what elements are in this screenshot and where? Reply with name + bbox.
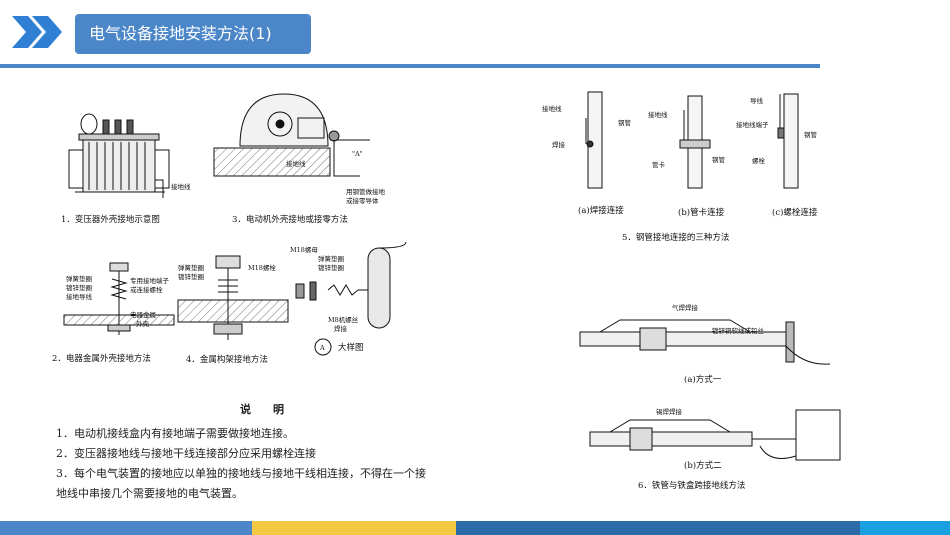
subcaption-fig5-c: (c)螺栓连接	[772, 207, 818, 218]
caption-fig5: 5．钢管接地连接的三种方法	[622, 232, 729, 243]
label-m18-nut: M18螺母	[290, 245, 318, 254]
jumper-drawing-b	[589, 409, 841, 461]
caption-fig1: 1．变压器外壳接地示意图	[61, 214, 160, 225]
transformer-drawing	[68, 113, 170, 198]
label-conduit-2: 或接零导体	[346, 196, 379, 205]
footer-segment-4	[860, 521, 950, 535]
label-bolt-c: 螺栓	[752, 156, 766, 165]
label-spring-washer-right: 弹簧垫圈	[318, 254, 344, 263]
subcaption-fig5-b: (b)管卡连接	[678, 207, 725, 218]
chevron-logo-icon	[12, 16, 62, 48]
caption-fig4: 4．金属构架接地方法	[186, 354, 268, 365]
frame-bolt-drawing	[177, 255, 289, 340]
caption-fig2: 2．电器金属外壳接地方法	[52, 353, 151, 364]
label-weld-a: 焊接	[552, 140, 566, 149]
label-terminal-c: 接地线端子	[736, 120, 769, 129]
figure-iron-pipe-box-jumper: 气焊焊接 镀锌铜软线或铅丝 锡焊焊接 (a)方式一 (b)方式二 6．铁管与铁盒…	[579, 303, 841, 491]
label-galv-washer-right: 镀锌垫圈	[318, 263, 344, 272]
figure-steel-pipe-connection: 接地线 钢管 焊接 接地线 管卡 钢管 导线 接地线端子 钢管 螺栓 (a)焊接…	[542, 91, 818, 243]
label-steel-pipe-c: 钢管	[804, 130, 818, 139]
label-ground-lead: 接地导线	[66, 292, 93, 301]
footer-color-bar	[0, 521, 950, 535]
subcaption-fig5-a: (a)焊接连接	[578, 205, 624, 216]
label-m8-weld: 焊接	[334, 324, 348, 333]
label-detail-view: 大样图	[338, 342, 364, 353]
notes-list: 1．电动机接线盒内有接地端子需要做接地连接。 2．变压器接地线与接地干线连接部分…	[56, 424, 436, 504]
label-steel-pipe-a: 钢管	[618, 118, 632, 127]
note-item: 3．每个电气装置的接地应以单独的接地线与接地干线相连接，不得在一个接地线中串接几…	[56, 467, 426, 500]
label-steel-pipe-b: 钢管	[712, 155, 726, 164]
figure-motor-grounding: 接地线 "A" 用钢管做接地 或接零导体 3．电动机外壳接地或接零方法	[213, 93, 386, 225]
label-spring-washer: 弹簧垫圈	[178, 263, 204, 272]
label-circle-a: A	[319, 344, 325, 352]
header-divider	[0, 64, 820, 68]
motor-drawing	[213, 93, 370, 177]
label-braided-wire: 镀锌铜软线或铅丝	[712, 326, 765, 335]
label-galv-washer: 镀锌垫圈	[178, 272, 204, 281]
label-shell-2: 外壳	[136, 319, 150, 328]
label-m8-screw: M8机螺丝	[328, 315, 359, 324]
label-gas-weld: 气焊焊接	[672, 303, 699, 312]
notes-heading: 说明	[240, 403, 306, 416]
label-terminal-1: 专用接地端子	[130, 276, 170, 285]
label-ground-wire: 接地线	[171, 182, 191, 191]
label-detail-a: "A"	[352, 150, 363, 158]
detail-drawing	[295, 241, 407, 356]
subcaption-fig6-a: (a)方式一	[684, 374, 722, 385]
jumper-drawing-a	[579, 319, 831, 365]
label-terminal-2: 或连接螺栓	[130, 285, 163, 294]
label-tin-weld: 锡焊焊接	[656, 407, 683, 416]
figure-appliance-shell-grounding: 弹簧垫圈 镀锌垫圈 接地导线 专用接地端子 或连接螺栓 电器金属 外壳 2．电器…	[52, 262, 175, 364]
label-ground-wire-a: 接地线	[542, 104, 562, 113]
figure-metal-frame-grounding: 弹簧垫圈 镀锌垫圈 M18螺栓 M18螺母 弹簧垫圈 镀锌垫圈 M8机螺丝 焊接…	[177, 241, 407, 365]
label-lead-c: 导线	[750, 96, 764, 105]
figure-transformer-grounding: 接地线 1．变压器外壳接地示意图	[61, 113, 191, 225]
footer-segment-2	[252, 521, 456, 535]
note-item: 2．变压器接地线与接地干线连接部分应采用螺栓连接	[56, 447, 316, 460]
footer-segment-1	[0, 521, 252, 535]
pipe-drawings	[585, 91, 799, 189]
label-ground-wire-b: 接地线	[648, 110, 668, 119]
label-spring-washer: 弹簧垫圈	[66, 274, 92, 283]
label-ground-wire: 接地线	[286, 159, 306, 168]
label-m18-bolt: M18螺栓	[248, 263, 276, 272]
label-shell-1: 电器金属	[130, 310, 156, 319]
caption-fig3: 3．电动机外壳接地或接零方法	[232, 214, 348, 225]
note-item: 1．电动机接线盒内有接地端子需要做接地连接。	[56, 427, 294, 440]
subcaption-fig6-b: (b)方式二	[684, 460, 722, 471]
label-galv-washer: 镀锌垫圈	[66, 283, 92, 292]
caption-fig6: 6．铁管与铁盒跨接地线方法	[638, 480, 745, 491]
label-conduit-1: 用钢管做接地	[346, 187, 386, 196]
label-clamp-b: 管卡	[652, 160, 666, 169]
bolt-drawing	[63, 262, 175, 335]
page-title: 电气设备接地安装方法(1)	[75, 14, 311, 54]
footer-segment-3	[456, 521, 860, 535]
